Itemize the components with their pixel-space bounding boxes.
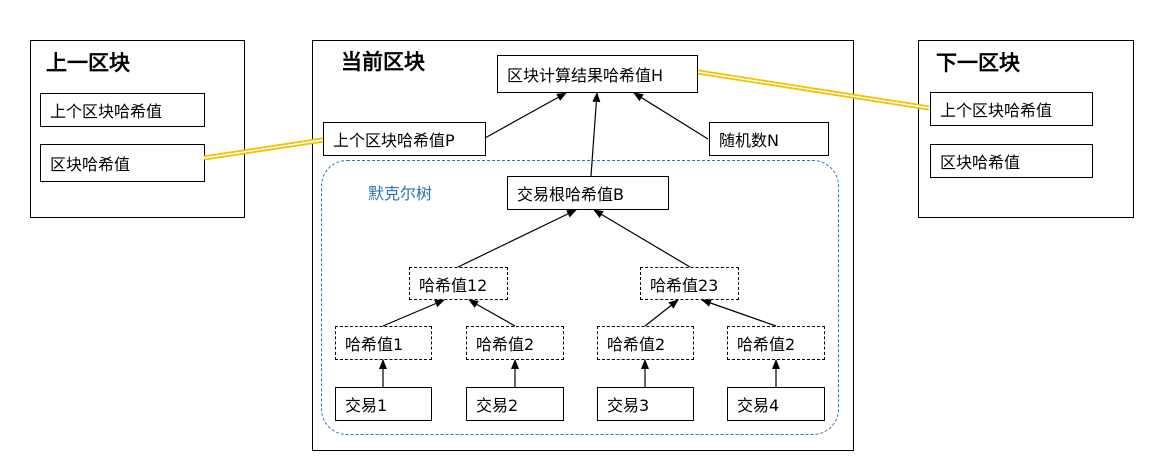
prev-hash-p-box: 上个区块哈希值P	[323, 122, 486, 156]
next-block-hash-box: 区块哈希值	[930, 144, 1093, 178]
nonce-box: 随机数N	[709, 122, 829, 156]
merkle-hash-3-box: 哈希值2	[597, 326, 694, 360]
next-block-container: 下一区块 上个区块哈希值 区块哈希值	[918, 40, 1134, 218]
prev-block-title: 上一区块	[46, 51, 130, 75]
merkle-hash-1-box: 哈希值1	[335, 326, 432, 360]
merkle-hash-12-box: 哈希值12	[409, 267, 508, 300]
merkle-hash-4-box: 哈希值2	[727, 326, 825, 360]
next-block-prev-hash-box: 上个区块哈希值	[930, 92, 1093, 126]
transaction-1-box: 交易1	[335, 387, 432, 421]
merkle-tree-region	[321, 160, 839, 435]
result-hash-box: 区块计算结果哈希值H	[497, 55, 698, 93]
prev-block-container: 上一区块 上个区块哈希值 区块哈希值	[30, 40, 245, 218]
next-block-title: 下一区块	[936, 51, 1020, 75]
merkle-hash-23-box: 哈希值23	[640, 267, 739, 300]
merkle-tree-label: 默克尔树	[368, 184, 433, 203]
transaction-4-box: 交易4	[727, 387, 825, 421]
prev-block-hash-box: 区块哈希值	[40, 144, 205, 182]
merkle-hash-2-box: 哈希值2	[466, 326, 564, 360]
current-block-title: 当前区块	[341, 50, 425, 74]
transaction-2-box: 交易2	[466, 387, 564, 421]
prev-block-prev-hash-box: 上个区块哈希值	[40, 93, 205, 127]
transaction-3-box: 交易3	[597, 387, 694, 421]
merkle-root-box: 交易根哈希值B	[507, 176, 669, 210]
